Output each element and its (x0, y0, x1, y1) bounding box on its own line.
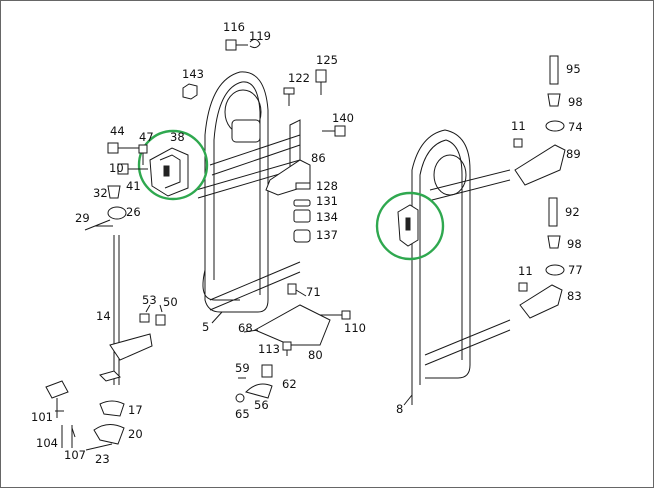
label-11-top[interactable]: 11 (511, 119, 526, 133)
label-83[interactable]: 83 (567, 289, 582, 303)
label-17[interactable]: 17 (128, 403, 143, 417)
label-107[interactable]: 107 (64, 448, 86, 462)
label-98-bottom[interactable]: 98 (567, 237, 582, 251)
highlight-circle-38 (137, 129, 209, 201)
label-10[interactable]: 10 (109, 161, 124, 175)
label-143[interactable]: 143 (182, 67, 204, 81)
label-89[interactable]: 89 (566, 147, 581, 161)
left-small-parts (45, 38, 351, 451)
label-74[interactable]: 74 (568, 120, 583, 134)
highlight-circle-right (375, 191, 445, 261)
label-23[interactable]: 23 (95, 452, 110, 466)
right-frame (411, 129, 511, 405)
label-137[interactable]: 137 (316, 228, 338, 242)
leader-lines (55, 225, 413, 438)
label-86[interactable]: 86 (311, 151, 326, 165)
label-110[interactable]: 110 (344, 321, 366, 335)
label-50[interactable]: 50 (163, 295, 178, 309)
label-65[interactable]: 65 (235, 407, 250, 421)
label-80[interactable]: 80 (308, 348, 323, 362)
label-95[interactable]: 95 (566, 62, 581, 76)
label-14[interactable]: 14 (96, 309, 111, 323)
right-frame-part[interactable] (397, 204, 419, 247)
label-20[interactable]: 20 (128, 427, 143, 441)
label-38[interactable]: 38 (170, 130, 185, 144)
label-122[interactable]: 122 (288, 71, 310, 85)
label-59[interactable]: 59 (235, 361, 250, 375)
label-68[interactable]: 68 (238, 321, 253, 335)
label-62[interactable]: 62 (282, 377, 297, 391)
label-131[interactable]: 131 (316, 194, 338, 208)
label-140[interactable]: 140 (332, 111, 354, 125)
label-44[interactable]: 44 (110, 124, 125, 138)
label-101[interactable]: 101 (31, 410, 53, 424)
label-116[interactable]: 116 (223, 20, 245, 34)
label-125[interactable]: 125 (316, 53, 338, 67)
label-98-top[interactable]: 98 (568, 95, 583, 109)
label-41[interactable]: 41 (126, 179, 141, 193)
label-119[interactable]: 119 (249, 29, 271, 43)
label-5[interactable]: 5 (202, 320, 209, 334)
label-26[interactable]: 26 (126, 205, 141, 219)
label-77[interactable]: 77 (568, 263, 583, 277)
left-frame (195, 71, 301, 313)
label-29[interactable]: 29 (75, 211, 90, 225)
label-8[interactable]: 8 (396, 402, 403, 416)
label-56[interactable]: 56 (254, 398, 269, 412)
label-113[interactable]: 113 (258, 342, 280, 356)
part-number-labels: 116 119 125 143 122 140 44 47 38 86 128 … (31, 20, 583, 466)
label-11-bottom[interactable]: 11 (518, 264, 533, 278)
label-32[interactable]: 32 (93, 186, 108, 200)
label-128[interactable]: 128 (316, 179, 338, 193)
label-47[interactable]: 47 (139, 130, 154, 144)
label-92[interactable]: 92 (565, 205, 580, 219)
label-71[interactable]: 71 (306, 285, 321, 299)
label-53[interactable]: 53 (142, 293, 157, 307)
right-small-parts (513, 55, 566, 319)
label-104[interactable]: 104 (36, 436, 58, 450)
part-38[interactable] (149, 147, 189, 197)
label-134[interactable]: 134 (316, 210, 338, 224)
